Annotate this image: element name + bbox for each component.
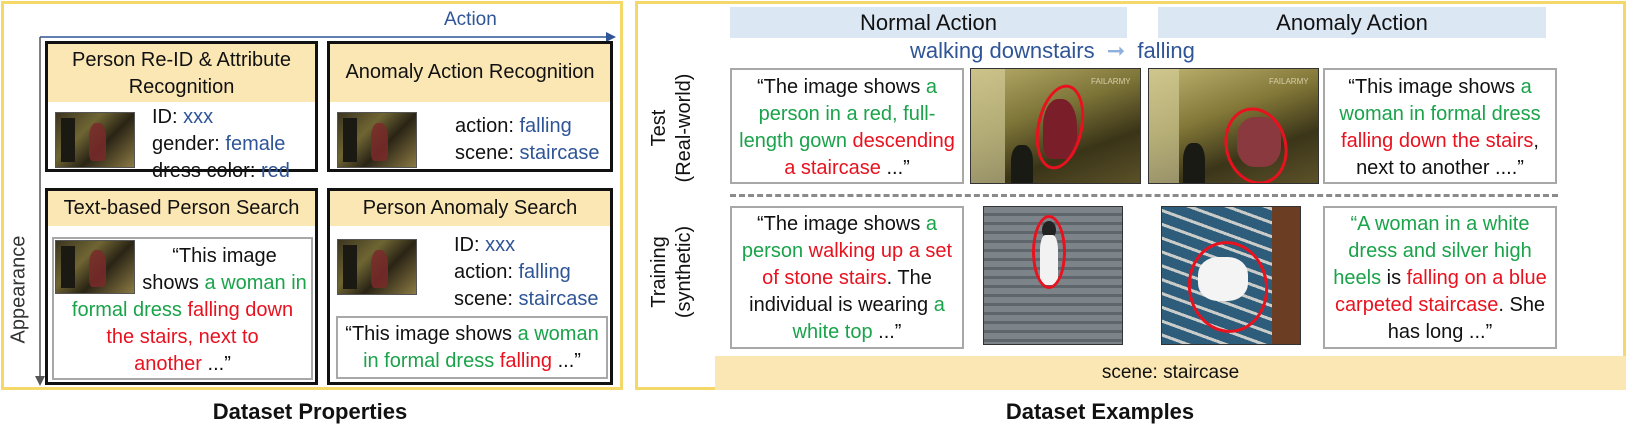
text-search-caption-bottom: formal dress falling down the stairs, ne… bbox=[71, 299, 294, 375]
card-person-anomaly-search: Person Anomaly Search ID: xxx action: fa… bbox=[327, 188, 613, 385]
test-normal-caption: “The image shows a person in a red, full… bbox=[739, 76, 955, 179]
train-anomaly-caption: “A woman in a white dress and silver hig… bbox=[1333, 213, 1547, 343]
test-anomaly-caption: “This image shows a woman in formal dres… bbox=[1339, 76, 1541, 179]
train-normal-caption: “The image shows a person walking up a s… bbox=[741, 213, 953, 343]
dataset-properties-panel: Action Appearance Person Re-ID & Attribu… bbox=[1, 1, 623, 390]
text-search-query-box: “This image shows a woman in formal dres… bbox=[52, 237, 313, 380]
card-title: Anomaly Action Recognition bbox=[330, 44, 610, 102]
highlight-ellipse bbox=[1215, 100, 1297, 183]
anomaly-search-caption: “This image shows a woman in formal dres… bbox=[345, 323, 599, 372]
arrow-icon: ➞ bbox=[1106, 38, 1126, 63]
scene-label: scene: staircase bbox=[1101, 362, 1240, 383]
train-normal-image bbox=[983, 206, 1123, 345]
anomaly-action-attributes: action: falling scene: staircase bbox=[455, 115, 600, 164]
action-transition: walking downstairs ➞ falling bbox=[910, 37, 1195, 65]
anomaly-search-thumbnail bbox=[337, 239, 417, 295]
row-separator bbox=[730, 194, 1558, 197]
watermark: FAILARMY bbox=[1091, 77, 1131, 86]
highlight-ellipse bbox=[1032, 215, 1066, 289]
normal-action-label: walking downstairs bbox=[910, 38, 1095, 63]
highlight-ellipse bbox=[1028, 80, 1092, 174]
train-normal-caption-box: “The image shows a person walking up a s… bbox=[730, 206, 964, 349]
text-search-caption-top: “This image shows a woman in bbox=[142, 245, 307, 294]
axis-appearance-label: Appearance bbox=[7, 235, 30, 344]
card-person-reid: Person Re-ID & Attribute Recognition ID:… bbox=[45, 41, 318, 182]
test-normal-caption-box: “The image shows a person in a red, full… bbox=[730, 68, 964, 184]
reid-thumbnail bbox=[55, 112, 135, 168]
dataset-examples-panel: Normal Action Anomaly Action walking dow… bbox=[635, 1, 1626, 390]
card-anomaly-action-recognition: Anomaly Action Recognition action: falli… bbox=[327, 41, 613, 172]
dataset-properties-caption: Dataset Properties bbox=[212, 399, 408, 424]
normal-action-header: Normal Action bbox=[730, 7, 1127, 38]
train-anomaly-image bbox=[1161, 206, 1301, 345]
anomaly-search-attributes: ID: xxx action: falling scene: staircase bbox=[454, 234, 599, 310]
anomaly-action-label: falling bbox=[1137, 38, 1195, 63]
anomaly-search-query-box: “This image shows a woman in formal dres… bbox=[336, 316, 608, 379]
card-title: Person Anomaly Search bbox=[330, 191, 610, 226]
test-anomaly-caption-box: “This image shows a woman in formal dres… bbox=[1323, 68, 1557, 184]
test-anomaly-frame: FAILARMY bbox=[1148, 68, 1319, 184]
test-normal-frame: FAILARMY bbox=[970, 68, 1141, 184]
card-title: Text-based Person Search bbox=[48, 191, 315, 226]
row-label-test: Test (Real-world) bbox=[648, 73, 695, 183]
highlight-ellipse bbox=[1181, 235, 1275, 339]
row-label-training: Training (synthetic) bbox=[648, 225, 695, 319]
card-text-person-search: Text-based Person Search “This image sho… bbox=[45, 188, 318, 385]
watermark: FAILARMY bbox=[1269, 77, 1309, 86]
anomaly-action-header: Anomaly Action bbox=[1158, 7, 1546, 38]
text-search-thumbnail bbox=[55, 240, 135, 294]
reid-attributes: ID: xxx gender: female dress color: red bbox=[152, 106, 290, 182]
axes-arrows bbox=[35, 32, 616, 386]
anomaly-action-thumbnail bbox=[337, 112, 417, 168]
card-title: Person Re-ID & Attribute Recognition bbox=[48, 44, 315, 102]
dataset-examples-caption: Dataset Examples bbox=[1005, 399, 1195, 424]
train-anomaly-caption-box: “A woman in a white dress and silver hig… bbox=[1323, 206, 1557, 349]
scene-band: scene: staircase bbox=[715, 356, 1626, 390]
axis-action-label: Action bbox=[444, 9, 497, 30]
